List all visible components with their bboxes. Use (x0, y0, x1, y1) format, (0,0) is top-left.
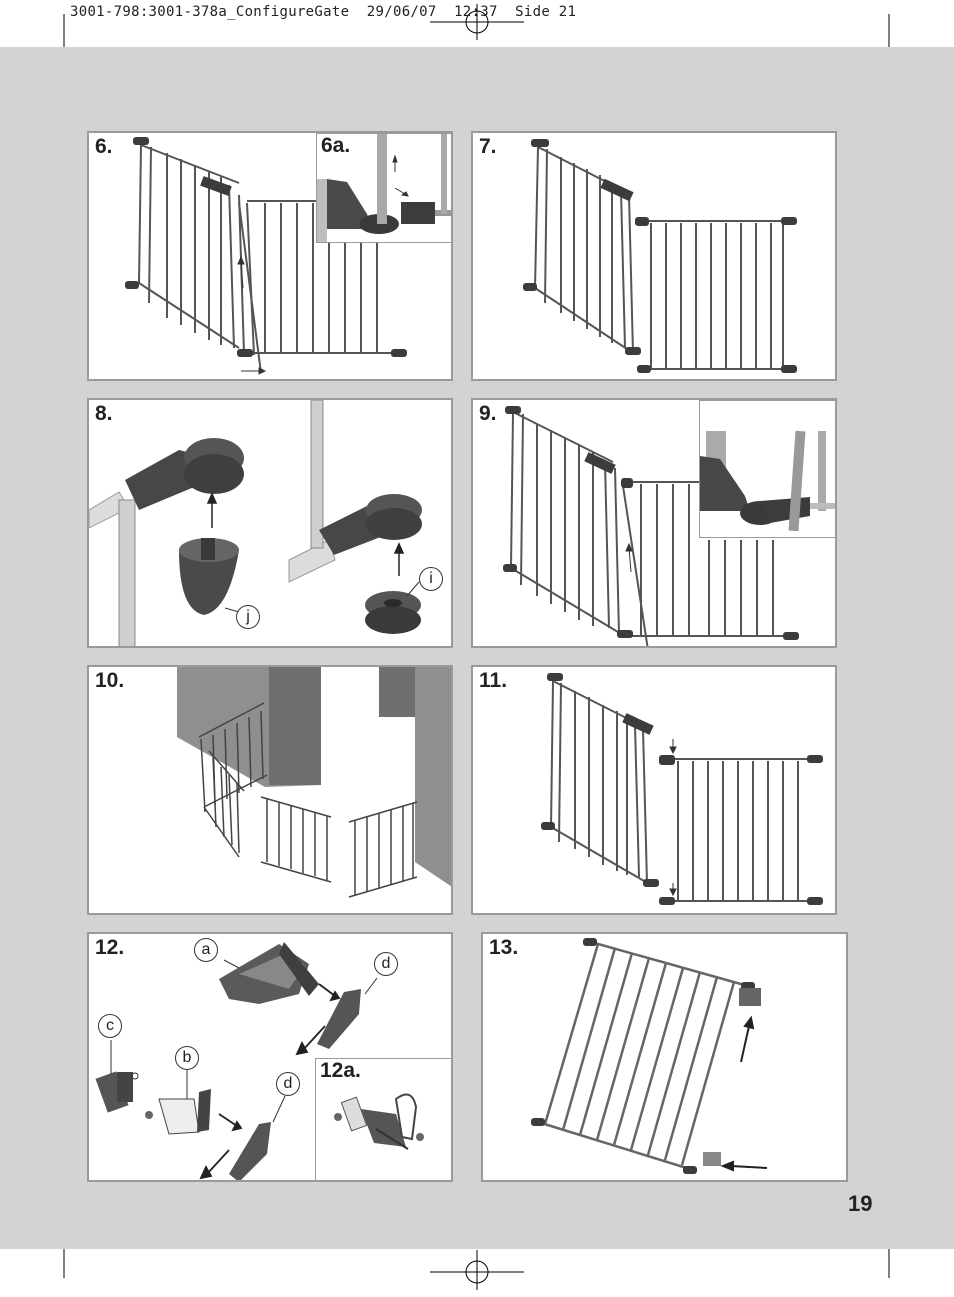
step-6-illustration (125, 137, 407, 375)
step-11-number: 11. (479, 669, 508, 692)
step-12-illustration (95, 942, 378, 1180)
step-10-illustration (177, 667, 451, 898)
step-10-number: 10. (95, 669, 125, 692)
step-13-number: 13. (489, 936, 519, 959)
callout-d-top: d (374, 952, 398, 976)
step-6a-number: 6a. (321, 134, 351, 157)
callout-a: a (194, 938, 218, 962)
step-9-panel: 9. (471, 398, 837, 648)
callout-i: i (419, 567, 443, 591)
callout-b: b (175, 1046, 199, 1070)
step-6-number: 6. (95, 135, 113, 158)
callout-c: c (98, 1014, 122, 1038)
step-6-panel: 6. 6a. (87, 131, 453, 381)
step-9-detail (700, 430, 835, 532)
step-13-illustration (531, 938, 768, 1174)
step-8-panel: 8. j i (87, 398, 453, 648)
callout-d-bottom: d (276, 1072, 300, 1096)
step-12a-number: 12a. (320, 1059, 361, 1082)
step-10-panel: 10. (87, 665, 453, 915)
step-7-number: 7. (479, 135, 497, 158)
step-7-panel: 7. (471, 131, 837, 381)
page-number: 19 (848, 1191, 873, 1216)
print-slug: 3001-798:3001-378a_ConfigureGate 29/06/0… (70, 4, 577, 20)
step-11-panel: 11. (471, 665, 837, 915)
step-9-detail-inset (699, 400, 835, 538)
step-7-illustration (523, 139, 797, 373)
step-13-panel: 13. (481, 932, 848, 1182)
callout-j: j (236, 605, 260, 629)
step-12-number: 12. (95, 936, 125, 959)
step-12a-detail (334, 1093, 424, 1150)
step-12-panel: 12. a d c b d 12a. (87, 932, 453, 1182)
step-8-number: 8. (95, 402, 113, 425)
step-9-number: 9. (479, 402, 497, 425)
step-12a-inset: 12a. (315, 1058, 451, 1180)
step-8-illustration (89, 400, 422, 646)
step-6a-inset: 6a. (316, 133, 451, 243)
step-6a-detail (317, 134, 451, 242)
step-11-illustration (541, 673, 823, 905)
step-9-illustration (503, 406, 799, 646)
